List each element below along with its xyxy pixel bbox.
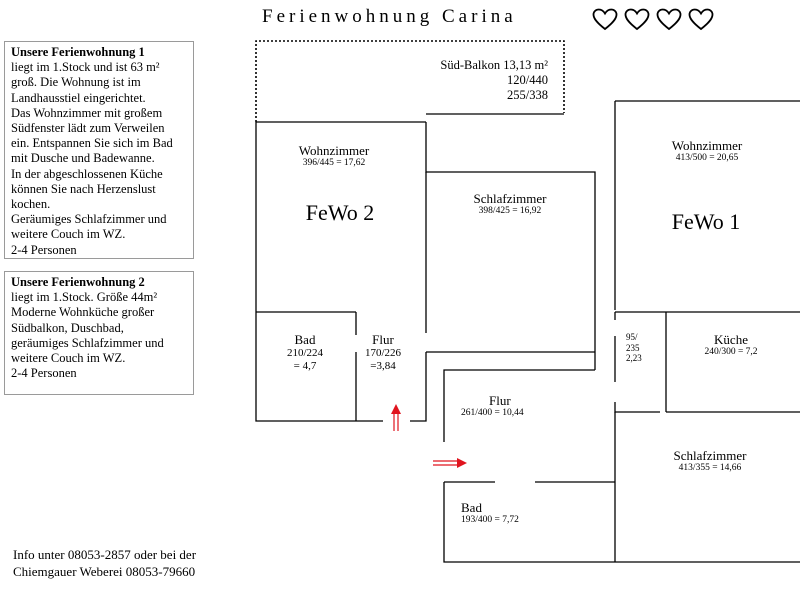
info-line: 2-4 Personen	[11, 366, 77, 381]
heart-outline-icon	[656, 8, 682, 31]
room-dims: 240/300 = 7,2	[704, 347, 758, 357]
info-line: können Sie nach Herzenslust	[11, 181, 156, 196]
room-dims: 398/425 = 16,92	[478, 206, 542, 216]
info-line: 2-4 Personen	[11, 242, 77, 257]
heart-outline-icon	[688, 8, 714, 31]
contact-line-2: Chiemgauer Weberei 08053-79660	[13, 564, 196, 579]
room-name: Küche	[714, 332, 748, 347]
info-heading-fewo2: Unsere Ferienwohnung 2	[11, 275, 145, 289]
apartment-label-fewo1: FeWo 1	[671, 209, 741, 234]
room-fewo1-wohnzimmer: Wohnzimmer 413/500 = 20,65	[672, 138, 742, 164]
room-dim1: 210/224	[286, 347, 324, 359]
heart-outline-icon	[624, 8, 650, 31]
balcony-label: Süd-Balkon 13,13 m² 120/440 255/338	[440, 58, 548, 103]
room-name: Schlafzimmer	[673, 448, 747, 463]
info-line: Südbalkon, Duschbad,	[11, 320, 124, 335]
room-name: Bad	[461, 500, 482, 515]
info-line: Landhausstiel eingerichtet.	[11, 90, 146, 105]
rating-hearts	[592, 8, 714, 32]
room-dims: 413/500 = 20,65	[675, 153, 739, 163]
room-dim1: 170/226	[364, 347, 402, 359]
room-name: Flur	[489, 393, 511, 408]
info-box-fewo2: Unsere Ferienwohnung 2 liegt im 1.Stock.…	[4, 271, 194, 395]
wall-fewo2-left	[255, 122, 383, 422]
info-line: groß. Die Wohnung ist im	[11, 75, 141, 90]
room-fewo1-kueche: Küche 240/300 = 7,2	[704, 332, 757, 358]
entrance-arrow-fewo2	[391, 404, 401, 431]
room-dims: 261/400 = 10,44	[461, 408, 524, 418]
info-line: Südfenster lädt zum Verweilen	[11, 121, 165, 136]
corridor-dim3: 2,23	[626, 353, 642, 363]
room-fewo2-wohnzimmer: Wohnzimmer 396/445 = 17,62	[299, 143, 369, 169]
info-heading-fewo1: Unsere Ferienwohnung 1	[11, 45, 145, 59]
room-name: Flur	[372, 332, 394, 347]
balcony-dim1: 120/440	[507, 73, 548, 87]
info-line: kochen.	[11, 197, 51, 212]
room-dims: 193/400 = 7,72	[461, 515, 519, 525]
page-title: Ferienwohnung Carina	[262, 6, 517, 27]
corridor-fewo1-dims: 95/ 235 2,23	[626, 332, 642, 364]
room-name: Schlafzimmer	[473, 191, 547, 206]
info-box-fewo1: Unsere Ferienwohnung 1 liegt im 1.Stock …	[4, 41, 194, 259]
heart-outline-icon	[592, 8, 618, 31]
corridor-dim2: 235	[626, 342, 640, 353]
room-fewo1-schlafzimmer: Schlafzimmer 413/355 = 14,66	[674, 448, 747, 474]
room-dims: 413/355 = 14,66	[678, 463, 742, 473]
info-line: liegt im 1.Stock und ist 63 m²	[11, 60, 160, 75]
info-line: geräumiges Schlafzimmer und	[11, 335, 164, 350]
info-line: mit Dusche und Badewanne.	[11, 151, 155, 166]
room-dim2: =3,84	[370, 360, 396, 372]
wall-fewo2-flur-right	[410, 352, 427, 422]
info-line: ein. Entspannen Sie sich im Bad	[11, 136, 173, 151]
room-fewo2-bad: Bad 210/224 = 4,7	[287, 332, 323, 373]
contact-info: Info unter 08053-2857 oder bei der Chiem…	[13, 546, 196, 580]
info-line: Das Wohnzimmer mit großem	[11, 105, 163, 120]
room-name: Wohnzimmer	[298, 143, 370, 158]
info-line: Geräumiges Schlafzimmer und	[11, 212, 167, 227]
contact-line-1: Info unter 08053-2857 oder bei der	[13, 547, 197, 562]
info-line: weitere Couch im WZ.	[11, 351, 126, 366]
info-line: Moderne Wohnküche großer	[11, 305, 155, 320]
info-line: In der abgeschlossenen Küche	[11, 166, 163, 181]
info-line: weitere Couch im WZ.	[11, 227, 126, 242]
wall-fewo1-bad	[443, 482, 800, 563]
room-name: Bad	[294, 332, 316, 347]
balcony-outline	[255, 40, 565, 122]
room-fewo2-flur: Flur 170/226 =3,84	[365, 332, 401, 373]
wall-fewo2-schlaf-left	[425, 122, 596, 176]
corridor-dim1: 95/	[626, 332, 638, 342]
room-dims: 396/445 = 17,62	[302, 158, 366, 168]
wall-fewo1-flur-right	[614, 402, 660, 413]
wall-fewo2-corr	[443, 176, 596, 442]
balcony-dim2: 255/338	[507, 88, 548, 102]
apartment-label-fewo2: FeWo 2	[305, 200, 375, 225]
room-fewo2-schlafzimmer: Schlafzimmer 398/425 = 16,92	[474, 191, 547, 217]
room-name: Wohnzimmer	[671, 138, 743, 153]
balcony-name: Süd-Balkon 13,13 m²	[440, 58, 548, 72]
room-dim2: = 4,7	[293, 360, 317, 372]
room-fewo1-bad: Bad 193/400 = 7,72	[461, 500, 519, 526]
room-fewo1-flur: Flur 261/400 = 10,44	[461, 393, 524, 419]
entrance-arrow-fewo1	[433, 458, 467, 468]
info-line: liegt im 1.Stock. Größe 44m²	[11, 290, 158, 305]
